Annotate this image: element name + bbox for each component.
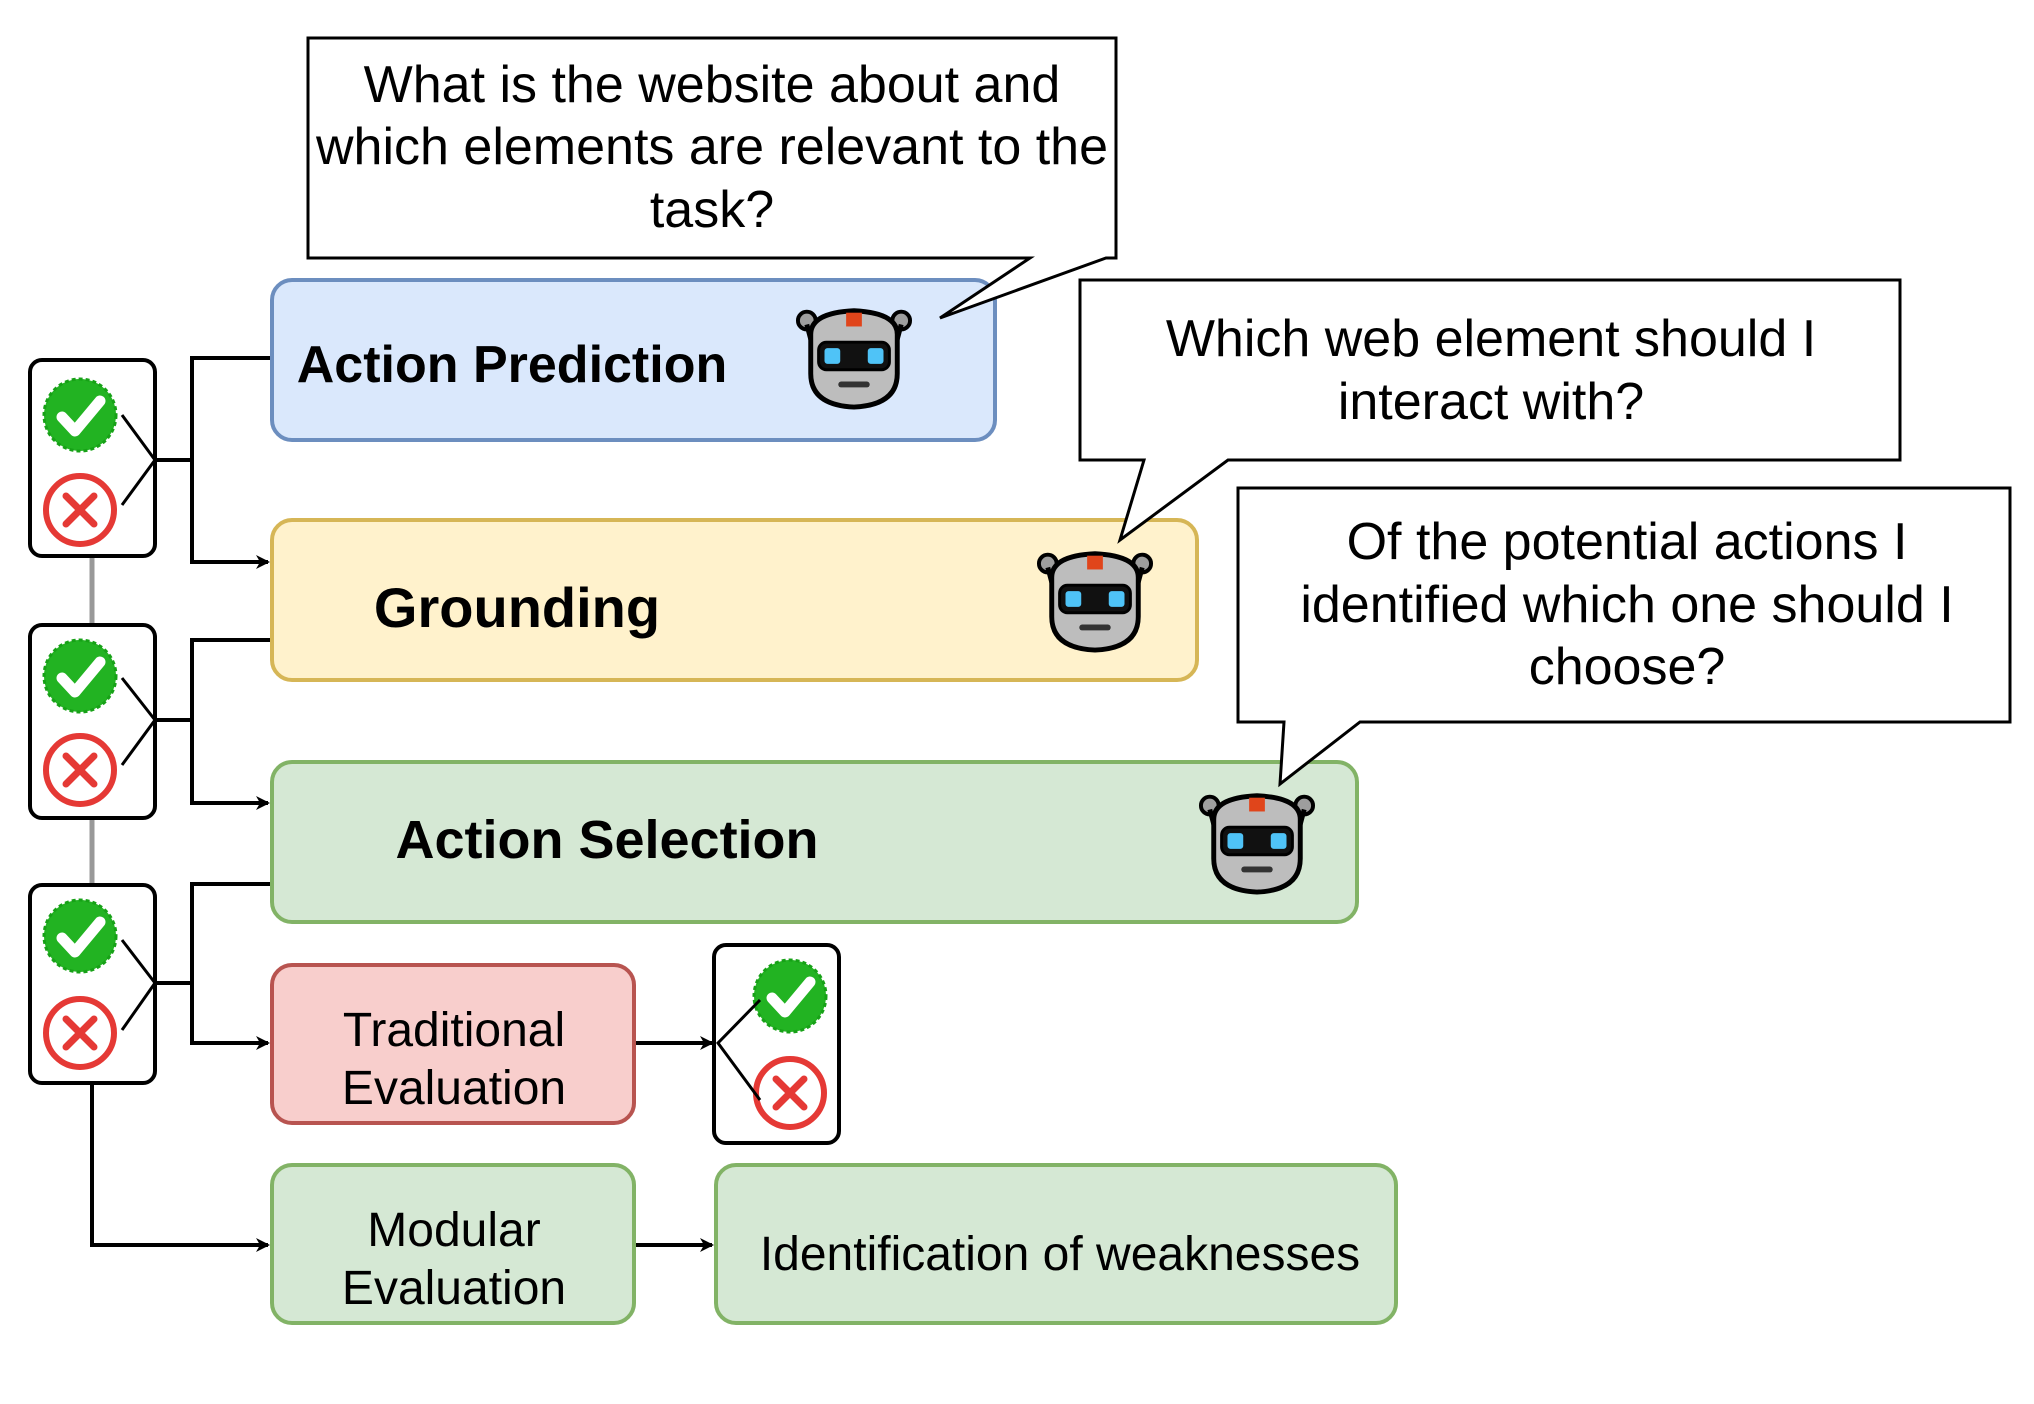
grounding-box bbox=[270, 518, 1199, 682]
traditional-evaluation-box bbox=[270, 963, 636, 1125]
action-prediction-label: Action Prediction bbox=[296, 335, 728, 394]
robot-icon bbox=[1201, 796, 1313, 892]
cross-icon bbox=[756, 1059, 824, 1127]
robot-icon bbox=[1039, 554, 1151, 650]
validation-panel-3 bbox=[28, 883, 157, 1085]
validation-panel-2 bbox=[28, 623, 157, 820]
result-panel bbox=[712, 943, 841, 1145]
check-icon bbox=[44, 379, 116, 451]
check-icon bbox=[44, 640, 116, 712]
flow-connectors bbox=[90, 356, 714, 1252]
cross-icon bbox=[46, 476, 114, 544]
action-selection-label: Action Selection bbox=[395, 809, 819, 870]
cross-icon bbox=[46, 999, 114, 1067]
grounding-label: Grounding bbox=[373, 576, 661, 640]
modular-evaluation-label: Modular Evaluation bbox=[341, 1204, 567, 1315]
traditional-evaluation-label: Traditional Evaluation bbox=[341, 1004, 567, 1115]
bubble-2-text: Which web element should I interact with… bbox=[1165, 310, 1817, 431]
bubble-2 bbox=[1078, 278, 1902, 544]
identification-of-weaknesses-label: Identification of weaknesses bbox=[759, 1228, 1361, 1282]
identification-box bbox=[714, 1163, 1398, 1325]
check-icon bbox=[754, 960, 826, 1032]
modular-evaluation-box bbox=[270, 1163, 636, 1325]
validation-panel-1 bbox=[28, 358, 157, 558]
bubble-1-text: What is the website about and which elem… bbox=[316, 55, 1108, 239]
bubble-1 bbox=[306, 36, 1118, 320]
bubble-3 bbox=[1236, 486, 2012, 788]
bubble-3-text: Of the potential actions I identified wh… bbox=[1300, 513, 1954, 697]
check-icon bbox=[44, 900, 116, 972]
action-selection-box bbox=[270, 760, 1359, 924]
robot-icon bbox=[798, 311, 910, 407]
cross-icon bbox=[46, 736, 114, 804]
speech-bubbles bbox=[306, 36, 2012, 788]
